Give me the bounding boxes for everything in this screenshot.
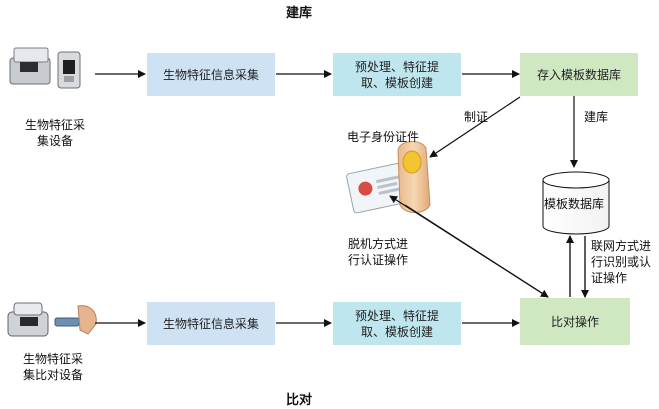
template-database-label: 模板数据库: [544, 197, 605, 211]
compare-operation-box: 比对操作: [520, 298, 630, 345]
online-auth-line1: 联网方式进: [591, 239, 652, 253]
build-db-label: 建库: [584, 110, 609, 124]
offline-auth-line1: 脱机方式进: [348, 237, 409, 251]
certify-label: 制证: [464, 110, 489, 124]
compare-device-label-line2: 集比对设备: [22, 368, 83, 382]
compare-device-label-line1: 生物特征采: [22, 352, 83, 366]
id-card-label: 电子身份证件: [347, 130, 420, 144]
title-build: 建库: [286, 6, 313, 21]
template-database-cylinder: [542, 171, 610, 235]
process-box-bottom: 预处理、特征提 取、模板创建: [333, 302, 461, 345]
process-box-top-line1: 预处理、特征提: [354, 59, 439, 74]
process-box-bottom-line1: 预处理、特征提: [354, 308, 439, 323]
process-box-bottom-line2: 取、模板创建: [360, 324, 433, 339]
online-auth-label: 联网方式进 行识别或认 证操作: [591, 238, 651, 286]
compare-device-label: 生物特征采 集比对设备: [16, 351, 90, 383]
capture-device-label-line2: 集设备: [36, 134, 73, 148]
title-compare: 比对: [286, 393, 313, 408]
online-auth-line2: 行识别或认: [591, 255, 652, 269]
offline-auth-line2: 行认证操作: [348, 253, 409, 267]
capture-device-label-line1: 生物特征采: [24, 118, 85, 132]
process-box-top: 预处理、特征提 取、模板创建: [333, 53, 461, 96]
process-box-top-line2: 取、模板创建: [360, 75, 433, 90]
store-database-box: 存入模板数据库: [520, 53, 638, 96]
capture-device-label: 生物特征采 集设备: [20, 117, 90, 149]
offline-auth-label: 脱机方式进 行认证操作: [348, 236, 408, 268]
biometric-capture-device-icon: [9, 47, 81, 89]
collect-box-bottom: 生物特征信息采集: [147, 302, 275, 345]
online-auth-line3: 证操作: [591, 271, 628, 285]
flow-arrows: [95, 70, 589, 327]
collect-box-top: 生物特征信息采集: [147, 53, 275, 96]
collect-box-top-label: 生物特征信息采集: [162, 67, 259, 82]
collect-box-bottom-label: 生物特征信息采集: [162, 316, 259, 331]
compare-operation-label: 比对操作: [550, 314, 599, 329]
fingerprint-finger-icon: [397, 141, 431, 213]
store-database-label: 存入模板数据库: [536, 67, 621, 82]
biometric-compare-device-icon: [7, 302, 97, 337]
